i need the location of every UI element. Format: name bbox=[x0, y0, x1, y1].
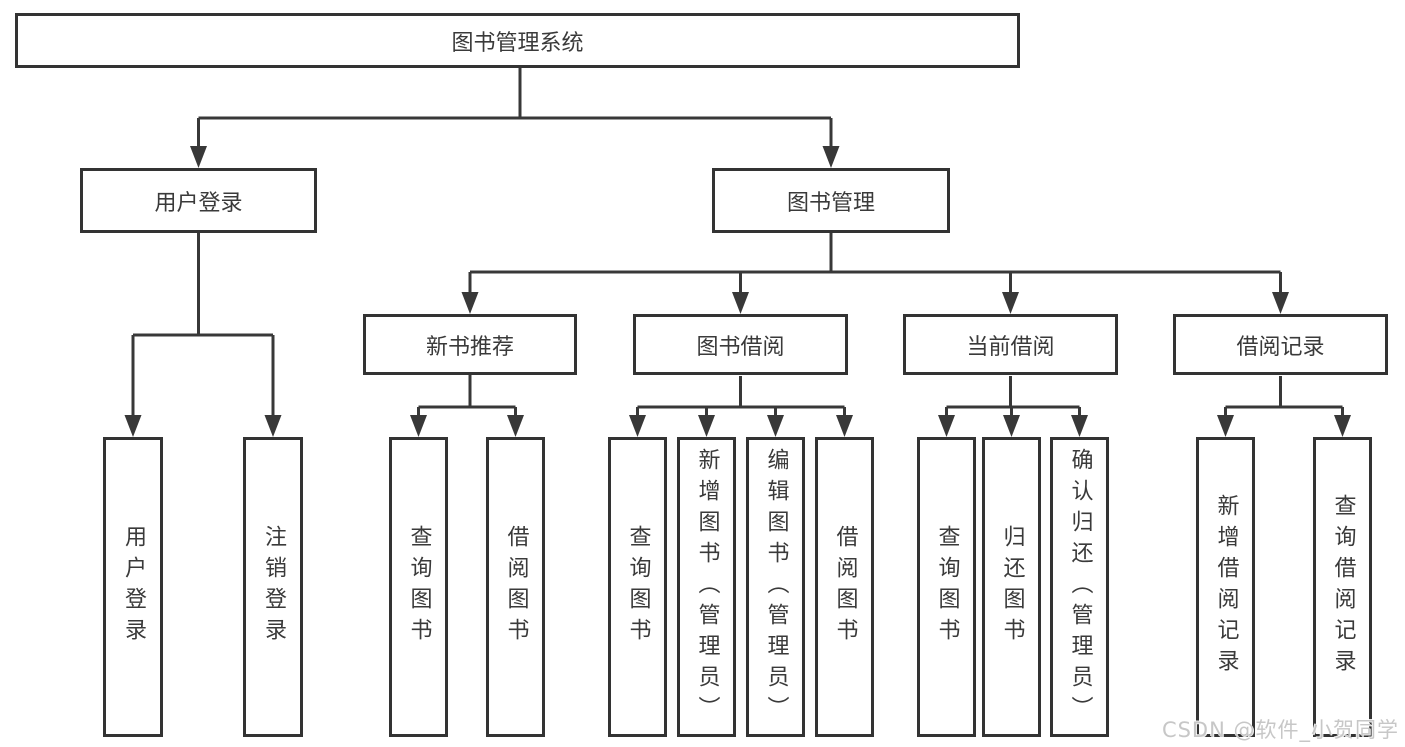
node-label: 借阅图书 bbox=[503, 525, 529, 649]
node-leaf-confirm-return-admin: 确认归还（管理员） bbox=[1050, 437, 1109, 737]
node-label: 确认归还（管理员） bbox=[1067, 447, 1093, 727]
node-label: 新增借阅记录 bbox=[1213, 494, 1239, 680]
node-label: 当前借阅 bbox=[966, 334, 1055, 360]
node-label: 查询图书 bbox=[406, 525, 432, 649]
node-current-borrow: 当前借阅 bbox=[903, 314, 1118, 375]
node-leaf-edit-book-admin: 编辑图书（管理员） bbox=[746, 437, 805, 737]
node-leaf-logout: 注销登录 bbox=[243, 437, 303, 737]
node-user-login: 用户登录 bbox=[80, 168, 317, 233]
csdn-watermark: CSDN @软件_小贺同学 bbox=[1161, 718, 1399, 742]
node-leaf-return-book: 归还图书 bbox=[982, 437, 1041, 737]
node-leaf-borrow-books-1: 借阅图书 bbox=[486, 437, 545, 737]
node-leaf-query-books-2: 查询图书 bbox=[608, 437, 667, 737]
node-label: 图书管理 bbox=[786, 190, 875, 216]
node-book-management: 图书管理 bbox=[712, 168, 950, 233]
node-root: 图书管理系统 bbox=[15, 13, 1020, 68]
node-borrow-records: 借阅记录 bbox=[1173, 314, 1388, 375]
node-leaf-query-books-1: 查询图书 bbox=[389, 437, 448, 737]
node-new-book-recommend: 新书推荐 bbox=[363, 314, 577, 375]
node-label: 借阅记录 bbox=[1236, 334, 1325, 360]
node-label: 新书推荐 bbox=[425, 334, 514, 360]
node-label: 查询图书 bbox=[625, 525, 651, 649]
node-label: 查询图书 bbox=[934, 525, 960, 649]
node-label: 用户登录 bbox=[154, 190, 243, 216]
node-leaf-add-borrow-record: 新增借阅记录 bbox=[1196, 437, 1255, 737]
node-leaf-query-borrow-record: 查询借阅记录 bbox=[1313, 437, 1372, 737]
node-leaf-user-login: 用户登录 bbox=[103, 437, 163, 737]
node-label: 用户登录 bbox=[121, 525, 146, 649]
node-label: 图书管理系统 bbox=[451, 30, 584, 56]
node-label: 借阅图书 bbox=[832, 525, 858, 649]
node-label: 归还图书 bbox=[999, 525, 1025, 649]
node-leaf-query-books-3: 查询图书 bbox=[917, 437, 976, 737]
node-label: 新增图书（管理员） bbox=[694, 447, 720, 727]
node-label: 编辑图书（管理员） bbox=[763, 447, 789, 727]
node-book-borrow: 图书借阅 bbox=[633, 314, 848, 375]
node-label: 查询借阅记录 bbox=[1330, 494, 1356, 680]
node-leaf-borrow-books-2: 借阅图书 bbox=[815, 437, 874, 737]
node-label: 图书借阅 bbox=[696, 334, 785, 360]
node-leaf-add-book-admin: 新增图书（管理员） bbox=[677, 437, 736, 737]
node-label: 注销登录 bbox=[261, 525, 286, 649]
